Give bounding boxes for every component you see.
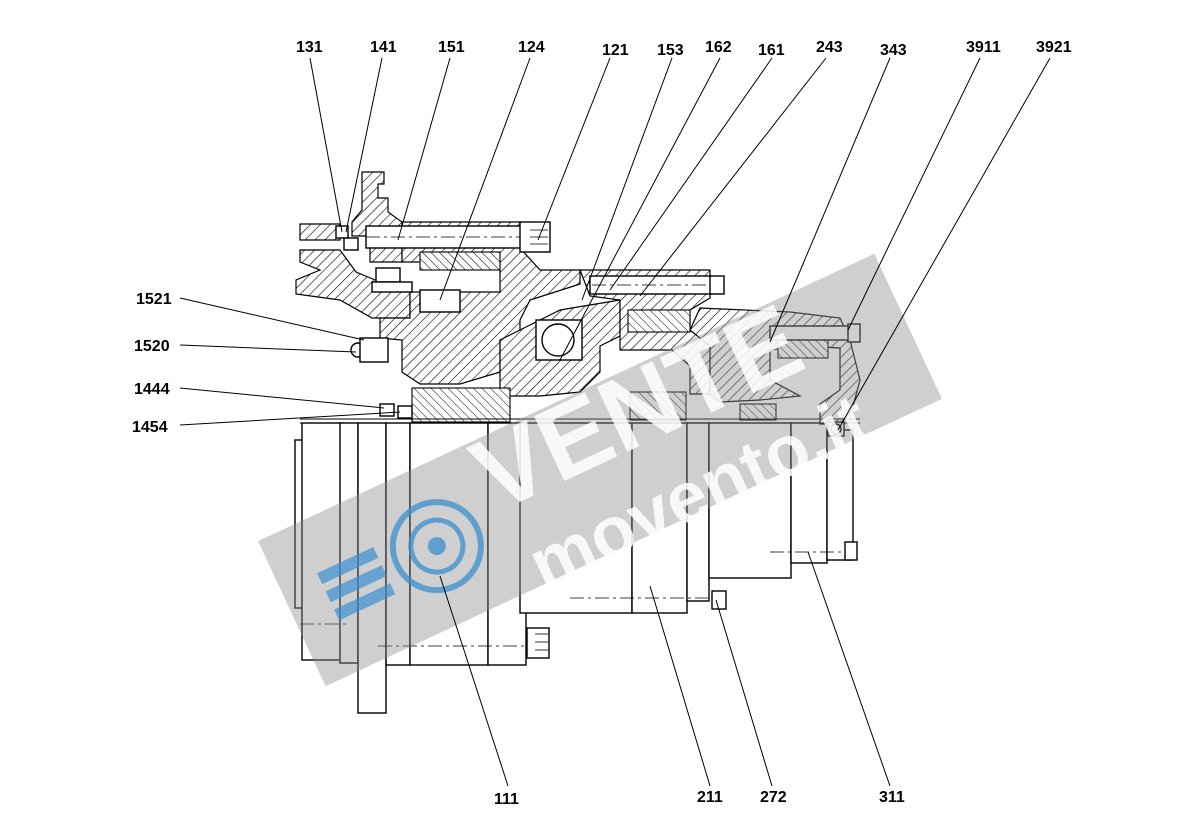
part-label: 1520: [134, 338, 170, 355]
leader-lines: [179, 57, 1051, 787]
part-label: 131: [296, 39, 323, 56]
part-label: 111: [494, 791, 519, 808]
part-label: 272: [760, 789, 787, 806]
part-label: 121: [602, 42, 629, 59]
part-label: 161: [758, 42, 785, 59]
part-label: 162: [705, 39, 732, 56]
part-label: 153: [657, 42, 684, 59]
part-label: 3911: [966, 39, 1001, 56]
part-label: 1521: [136, 291, 172, 308]
part-label: 211: [697, 789, 723, 806]
part-label: 1444: [134, 381, 170, 398]
part-labels: 131 141 151 124 121 153 162 161 243 343 …: [132, 39, 1072, 808]
part-label: 151: [438, 39, 465, 56]
watermark: VENTE movento.it: [258, 253, 942, 687]
part-label: 141: [370, 39, 397, 56]
part-label: 243: [816, 39, 843, 56]
part-label: 124: [518, 39, 545, 56]
part-label: 3921: [1036, 39, 1072, 56]
part-label: 311: [879, 789, 905, 806]
housing-exterior: [519, 422, 858, 659]
part-label: 343: [880, 42, 907, 59]
watermark-logo: [317, 499, 484, 621]
part-label: 1454: [132, 419, 168, 436]
